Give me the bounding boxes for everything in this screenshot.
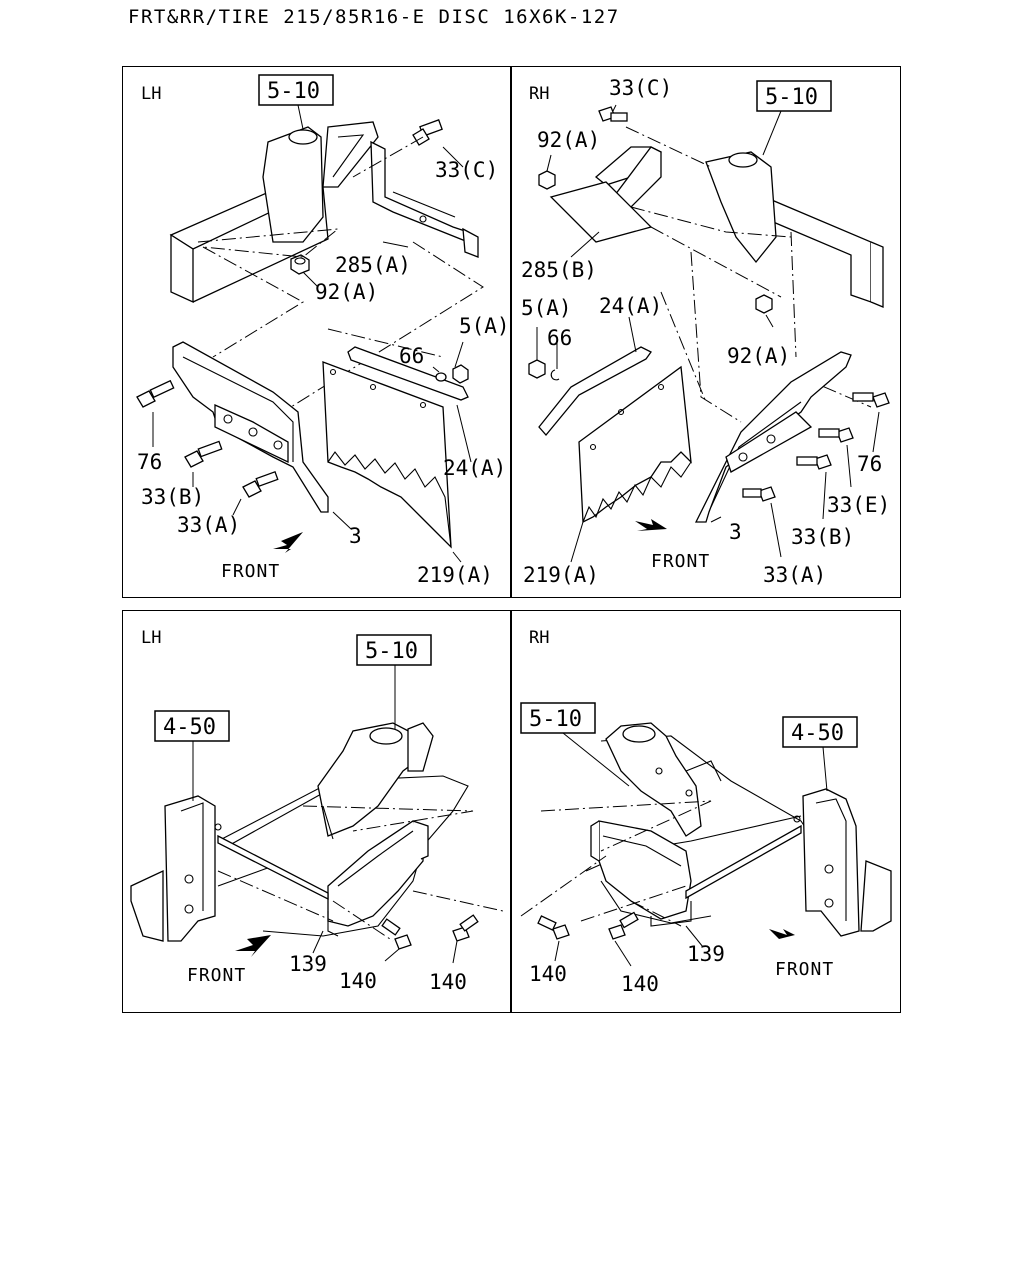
label-3: 3 bbox=[729, 520, 742, 544]
label-3: 3 bbox=[349, 524, 362, 548]
ref-box-5-10[interactable]: 5-10 bbox=[756, 80, 832, 112]
nut-5a bbox=[528, 359, 546, 379]
stay-24a bbox=[347, 346, 469, 401]
bolt-76 bbox=[852, 392, 890, 408]
svg-text:5-10: 5-10 bbox=[365, 639, 418, 664]
side-label: LH bbox=[141, 84, 161, 104]
nut-5a bbox=[452, 364, 469, 384]
bolt-33b bbox=[184, 440, 223, 468]
nut-92a-top bbox=[538, 170, 556, 190]
mudguard-stay bbox=[694, 351, 852, 523]
label-140-b: 140 bbox=[621, 972, 659, 996]
label-140-a: 140 bbox=[529, 962, 567, 986]
mud-flap-219a bbox=[322, 361, 452, 549]
washer-66 bbox=[435, 372, 447, 382]
label-33e: 33(E) bbox=[827, 493, 890, 517]
svg-text:FRONT: FRONT bbox=[221, 561, 280, 582]
ref-box-4-50[interactable]: 4-50 bbox=[154, 710, 230, 742]
panel-top-rh: RH 5-10 bbox=[510, 66, 901, 598]
panel-bottom-rh: RH 5-10 4-50 bbox=[510, 610, 901, 1013]
bolt-33c bbox=[412, 119, 443, 146]
stay-24a bbox=[538, 346, 652, 437]
side-member bbox=[793, 788, 860, 937]
label-66: 66 bbox=[547, 326, 572, 350]
label-92a-top: 92(A) bbox=[537, 128, 600, 152]
nut-92a bbox=[290, 254, 310, 275]
label-33b: 33(B) bbox=[141, 485, 204, 509]
cross-rod bbox=[685, 824, 802, 900]
label-5a: 5(A) bbox=[521, 296, 572, 320]
svg-text:4-50: 4-50 bbox=[791, 721, 844, 746]
label-92a: 92(A) bbox=[727, 344, 790, 368]
ref-box-4-50[interactable]: 4-50 bbox=[782, 716, 858, 748]
spring-hanger bbox=[262, 121, 379, 243]
label-24a: 24(A) bbox=[443, 456, 506, 480]
label-219a: 219(A) bbox=[417, 563, 493, 587]
label-219a: 219(A) bbox=[523, 563, 599, 587]
svg-text:FRONT: FRONT bbox=[187, 965, 246, 986]
bracket-285a bbox=[370, 140, 479, 258]
label-140-a: 140 bbox=[339, 969, 377, 993]
mudguard-stay bbox=[172, 341, 329, 513]
svg-text:5-10: 5-10 bbox=[529, 707, 582, 732]
label-24a: 24(A) bbox=[599, 294, 662, 318]
bracket-139 bbox=[590, 820, 692, 927]
label-285a: 285(A) bbox=[335, 253, 411, 277]
bolt-33b bbox=[796, 454, 832, 470]
front-arrow: FRONT bbox=[769, 929, 834, 980]
spring-hanger bbox=[605, 722, 722, 837]
bracket-285b bbox=[549, 146, 662, 243]
bolt-33c bbox=[598, 106, 628, 122]
mud-flap-219a bbox=[578, 365, 692, 524]
label-76: 76 bbox=[137, 450, 162, 474]
bolt-140-a bbox=[537, 915, 570, 940]
panel-top-lh: LH 5-10 bbox=[122, 66, 512, 598]
diagram-title: FRT&RR/TIRE 215/85R16-E DISC 16X6K-127 bbox=[128, 6, 620, 28]
ref-box-5-10[interactable]: 5-10 bbox=[356, 634, 432, 666]
side-label: RH bbox=[529, 84, 549, 104]
frame bbox=[130, 775, 469, 942]
label-33c: 33(C) bbox=[435, 158, 498, 182]
ref-box-5-10[interactable]: 5-10 bbox=[520, 702, 596, 734]
cross-rod bbox=[217, 834, 329, 901]
nut-92a bbox=[755, 294, 773, 314]
bolt-33a bbox=[742, 486, 776, 502]
bolt-33a bbox=[242, 470, 279, 498]
bolt-76 bbox=[136, 379, 175, 408]
label-33a: 33(A) bbox=[763, 563, 826, 587]
label-140-b: 140 bbox=[429, 970, 467, 994]
spring-hanger bbox=[317, 722, 434, 840]
label-139: 139 bbox=[289, 952, 327, 976]
side-label: RH bbox=[529, 628, 549, 648]
bracket-139 bbox=[327, 820, 429, 937]
label-33c: 33(C) bbox=[609, 76, 672, 100]
label-33b: 33(B) bbox=[791, 525, 854, 549]
spring-hanger bbox=[705, 151, 777, 264]
label-76: 76 bbox=[857, 452, 882, 476]
bolt-140-b bbox=[452, 914, 479, 942]
svg-text:FRONT: FRONT bbox=[651, 551, 710, 572]
label-285b: 285(B) bbox=[521, 258, 597, 282]
front-arrow: FRONT bbox=[187, 935, 271, 986]
bolt-140-a bbox=[381, 918, 412, 950]
svg-text:5-10: 5-10 bbox=[267, 79, 320, 104]
washer-66 bbox=[550, 369, 560, 381]
label-92a: 92(A) bbox=[315, 280, 378, 304]
svg-text:4-50: 4-50 bbox=[163, 715, 216, 740]
label-139: 139 bbox=[687, 942, 725, 966]
label-33a: 33(A) bbox=[177, 513, 240, 537]
bolt-140-b bbox=[608, 911, 639, 940]
front-arrow: FRONT bbox=[221, 532, 303, 582]
bolt-33e bbox=[818, 427, 854, 443]
svg-text:FRONT: FRONT bbox=[775, 959, 834, 980]
panel-bottom-lh: LH 5-10 4-50 bbox=[122, 610, 512, 1013]
label-66: 66 bbox=[399, 344, 424, 368]
ref-box-5-10[interactable]: 5-10 bbox=[258, 74, 334, 106]
side-member bbox=[164, 795, 222, 942]
side-label: LH bbox=[141, 628, 161, 648]
label-5a: 5(A) bbox=[459, 314, 510, 338]
front-arrow: FRONT bbox=[635, 519, 710, 572]
svg-text:5-10: 5-10 bbox=[765, 85, 818, 110]
